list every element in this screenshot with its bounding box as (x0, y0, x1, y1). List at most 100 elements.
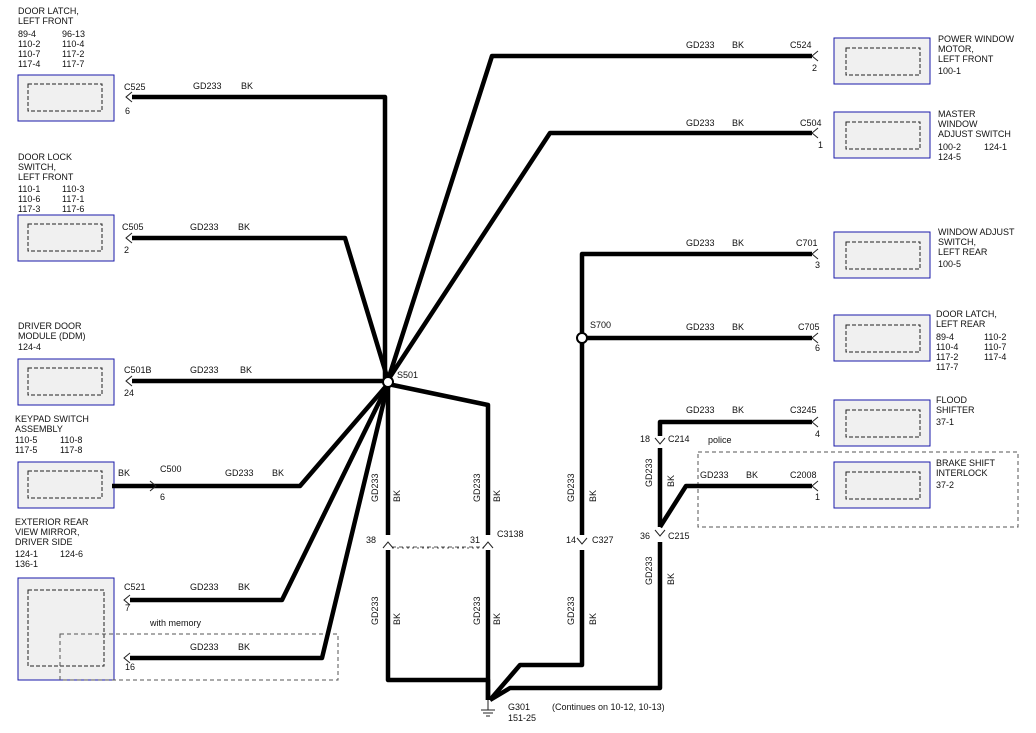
ref: 117-1 (62, 194, 84, 204)
wire-circuit: GD233 (190, 365, 219, 375)
component-inner (27, 83, 103, 112)
ref: 110-7 (18, 49, 40, 59)
wire-color: BK (392, 613, 402, 625)
wire-color: BK (392, 490, 402, 502)
connector-name: C500 (160, 464, 182, 474)
wire-c504 (386, 130, 812, 382)
wire-color: BK (732, 322, 744, 332)
ground-g301: G301 151-25 (Continues on 10-12, 10-13) (481, 700, 665, 723)
label-line: ASSEMBLY (15, 424, 63, 434)
ref: 110-8 (60, 435, 82, 445)
component-pw-motor-lf: POWER WINDOW MOTOR, LEFT FRONT 100-1 (833, 34, 1014, 85)
wire-labels: GD233 BK GD233 BK GD233 BK BK GD233 BK G… (118, 40, 758, 652)
wire-circuit: GD233 (193, 81, 222, 91)
label-line: FLOOD (936, 395, 968, 405)
connector-labels: C525 6 C505 2 C501B 24 C500 6 C521 7 16 … (122, 40, 823, 672)
component-inner (27, 367, 103, 396)
ref: 89-4 (936, 332, 954, 342)
label-line: LEFT REAR (936, 319, 986, 329)
wire-c3245 (657, 419, 812, 436)
label-line: INTERLOCK (936, 468, 988, 478)
connector-name: C521 (124, 582, 146, 592)
connector-chevron (811, 248, 819, 260)
connector-chevron (811, 127, 819, 139)
component-box (833, 231, 931, 279)
wire-labels-vertical: GD233 BK GD233 BK GD233 BK GD233 BK GD23… (370, 458, 676, 625)
wire-circuit: GD233 (686, 118, 715, 128)
component-box (17, 358, 115, 406)
connector-pin: 1 (818, 140, 823, 150)
ref: 117-5 (15, 445, 37, 455)
wire-circuit: GD233 (566, 473, 576, 502)
ref: 110-2 (984, 332, 1006, 342)
ref: 110-4 (62, 39, 84, 49)
label-line: DRIVER DOOR (18, 321, 82, 331)
wire-circuit: GD233 (190, 222, 219, 232)
label-line: WINDOW ADJUST (938, 227, 1015, 237)
connector-marks (123, 50, 819, 664)
label-line: MOTOR, (938, 44, 974, 54)
ref: 110-2 (18, 39, 40, 49)
splice-s501 (382, 376, 394, 388)
ref: 37-2 (936, 480, 954, 490)
ref: 37-1 (936, 417, 954, 427)
wire-color: BK (241, 81, 253, 91)
wire-color: BK (666, 573, 676, 585)
label-line: LEFT FRONT (938, 54, 994, 64)
connector-chevron (576, 537, 588, 545)
component-inner (845, 409, 921, 438)
label-line: LEFT FRONT (18, 172, 74, 182)
connector-name: C327 (592, 535, 614, 545)
connector-chevron (149, 480, 157, 492)
connector-pin: 14 (566, 535, 576, 545)
ref: 110-4 (936, 342, 958, 352)
component-box (17, 577, 115, 681)
component-keypad-switch: KEYPAD SWITCH ASSEMBLY 110-5 110-8 117-5… (15, 414, 115, 509)
wires (112, 53, 812, 702)
label-line: ADJUST SWITCH (938, 129, 1011, 139)
wire-circuit: GD233 (644, 556, 654, 585)
component-brake-shift-interlock: police BRAKE SHIFT INTERLOCK 37-2 (697, 435, 1019, 528)
component-box (833, 461, 931, 509)
wire-circuit: GD233 (190, 582, 219, 592)
wire-color: BK (238, 582, 250, 592)
connector-pin: 1 (815, 492, 820, 502)
connector-chevron (123, 594, 131, 606)
connector-pin: 4 (815, 429, 820, 439)
ref: 136-1 (15, 559, 38, 569)
ref: 89-4 (18, 29, 36, 39)
component-ddm: DRIVER DOOR MODULE (DDM) 124-4 (17, 321, 115, 406)
connector-pin: 6 (160, 492, 165, 502)
label-line: SWITCH, (18, 162, 56, 172)
ref: 117-7 (62, 59, 84, 69)
ref: 124-6 (60, 549, 83, 559)
label-line: SHIFTER (936, 405, 975, 415)
component-inner (845, 471, 921, 500)
connector-chevron (125, 375, 133, 387)
label-line: VIEW MIRROR, (15, 527, 80, 537)
wire-color: BK (492, 490, 502, 502)
wire-c701 (579, 251, 812, 535)
component-inner (845, 324, 921, 353)
connector-chevron (811, 332, 819, 344)
wire-circuit: GD233 (686, 238, 715, 248)
connector-chevron (125, 91, 133, 103)
ref: 117-4 (984, 352, 1006, 362)
wire-c525 (132, 94, 388, 380)
wire-c521-16 (130, 383, 391, 661)
with-memory-box (59, 633, 339, 681)
wire-color: BK (492, 613, 502, 625)
connector-pin: 31 (470, 535, 480, 545)
connector-chevron (811, 50, 819, 62)
label-line: DOOR LOCK (18, 152, 72, 162)
component-inner (27, 470, 103, 499)
connector-pin: 38 (366, 535, 376, 545)
connector-chevron (654, 437, 666, 445)
connector-name: C3138 (497, 529, 524, 539)
label-line: DOOR LATCH, (18, 6, 79, 16)
connector-pin: 16 (125, 662, 135, 672)
label-line: MASTER (938, 109, 976, 119)
label-line: SWITCH, (938, 237, 976, 247)
ref: 124-1 (15, 549, 38, 559)
